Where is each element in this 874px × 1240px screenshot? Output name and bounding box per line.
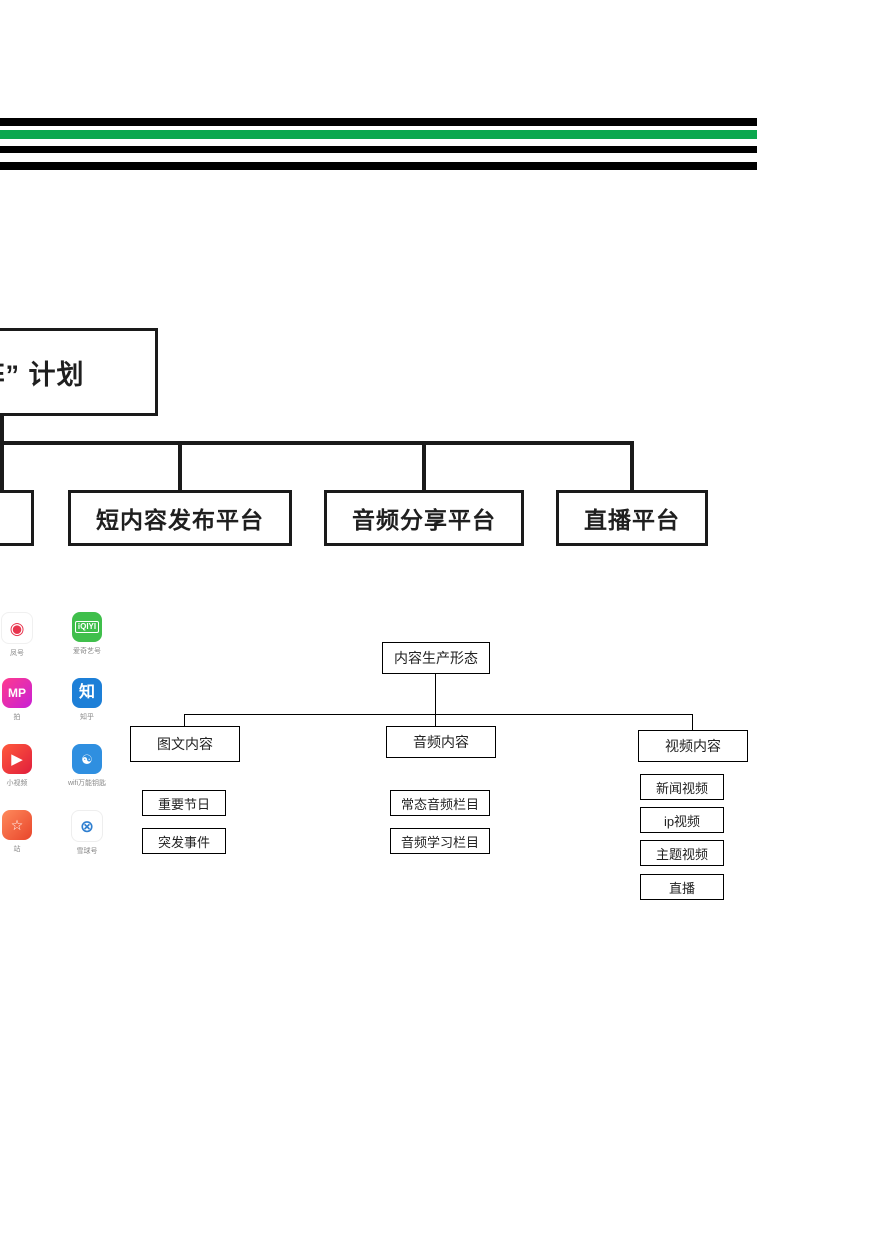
tree-leaf-node: 主题视频	[640, 840, 724, 866]
wifi-wannengyaoshi-app-icon: ☯	[72, 744, 102, 774]
rule-bar-black-bottom	[0, 162, 757, 170]
meipai-app-icon: MP	[2, 678, 32, 708]
tree-leaf-node: 突发事件	[142, 828, 226, 854]
header-rule-bars	[0, 118, 757, 170]
app-icon-label: wifi万能钥匙	[67, 780, 107, 787]
connector-drop-0	[0, 441, 4, 490]
xiaoshipin-app-icon: ▶	[2, 744, 32, 774]
app-icon-cell[interactable]: 知 知乎	[52, 678, 122, 744]
iqiyi-app-icon: iQIYI	[72, 612, 102, 642]
app-icon-row: MP 拍 知 知乎	[0, 678, 122, 744]
app-icon-cell[interactable]: ◉ 凤号	[0, 612, 52, 678]
platform-node-0: 台	[0, 490, 34, 546]
tree-connector-drop-graphic	[184, 714, 185, 726]
tree-connector-drop-audio	[435, 714, 436, 726]
tree-leaf-node: 新闻视频	[640, 774, 724, 800]
platform-node-live-stream: 直播平台	[556, 490, 708, 546]
app-icon-row: ☆ 站 ⊗ 雪球号	[0, 810, 122, 876]
tree-leaf-node: ip视频	[640, 807, 724, 833]
bilibili-app-icon: ☆	[2, 810, 32, 840]
app-icon-label: 站	[13, 846, 21, 853]
rule-gap-2	[0, 139, 757, 146]
top-org-chart: 阵” 计划 台 短内容发布平台 音频分享平台 直播平台	[0, 300, 874, 560]
app-icon-grid: ◉ 凤号 iQIYI 爱奇艺号 MP 拍 知 知乎 ▶ 小视频 ☯ wifi万能…	[0, 612, 122, 876]
tree-leaf-node: 重要节日	[142, 790, 226, 816]
connector-drop-1	[178, 441, 182, 490]
content-form-tree: 内容生产形态 图文内容 音频内容 视频内容 重要节日 突发事件 常态音频栏目 音…	[120, 640, 748, 930]
rule-bar-black-middle	[0, 146, 757, 153]
app-icon-cell[interactable]: ☯ wifi万能钥匙	[52, 744, 122, 810]
app-icon-cell[interactable]: iQIYI 爱奇艺号	[52, 612, 122, 678]
tree-connector-root-stub	[435, 674, 436, 714]
plan-title-node: 阵” 计划	[0, 328, 158, 416]
connector-horizontal-bus	[0, 441, 634, 445]
app-icon-cell[interactable]: ⊗ 雪球号	[52, 810, 122, 876]
connector-drop-2	[422, 441, 426, 490]
connector-drop-3	[630, 441, 634, 490]
tree-connector-bus	[184, 714, 692, 715]
app-icon-label: 拍	[13, 714, 21, 721]
tree-branch-audio: 音频内容	[386, 726, 496, 758]
rule-bar-black-top	[0, 118, 757, 126]
app-icon-cell[interactable]: ☆ 站	[0, 810, 52, 876]
tree-leaf-node: 常态音频栏目	[390, 790, 490, 816]
app-icon-label: 凤号	[10, 650, 24, 657]
app-icon-label: 雪球号	[76, 848, 98, 855]
connector-title-stub	[0, 416, 4, 444]
app-icon-row: ▶ 小视频 ☯ wifi万能钥匙	[0, 744, 122, 810]
app-icon-label: 小视频	[6, 780, 28, 787]
rule-bar-green-accent	[0, 130, 757, 139]
app-icon-cell[interactable]: MP 拍	[0, 678, 52, 744]
tree-root-node: 内容生产形态	[382, 642, 490, 674]
app-icon-row: ◉ 凤号 iQIYI 爱奇艺号	[0, 612, 122, 678]
app-icon-label: 知乎	[80, 714, 94, 721]
tree-connector-drop-video	[692, 714, 693, 730]
xueqiu-app-icon: ⊗	[71, 810, 103, 842]
fenghuang-app-icon: ◉	[1, 612, 33, 644]
rule-gap-1	[0, 126, 757, 130]
rule-gap-3	[0, 153, 757, 162]
tree-branch-graphic-text: 图文内容	[130, 726, 240, 762]
zhihu-app-icon: 知	[72, 678, 102, 708]
app-icon-cell[interactable]: ▶ 小视频	[0, 744, 52, 810]
tree-branch-video: 视频内容	[638, 730, 748, 762]
tree-leaf-node: 直播	[640, 874, 724, 900]
tree-leaf-node: 音频学习栏目	[390, 828, 490, 854]
platform-node-audio-share: 音频分享平台	[324, 490, 524, 546]
platform-node-short-content: 短内容发布平台	[68, 490, 292, 546]
app-icon-label: 爱奇艺号	[73, 648, 101, 655]
